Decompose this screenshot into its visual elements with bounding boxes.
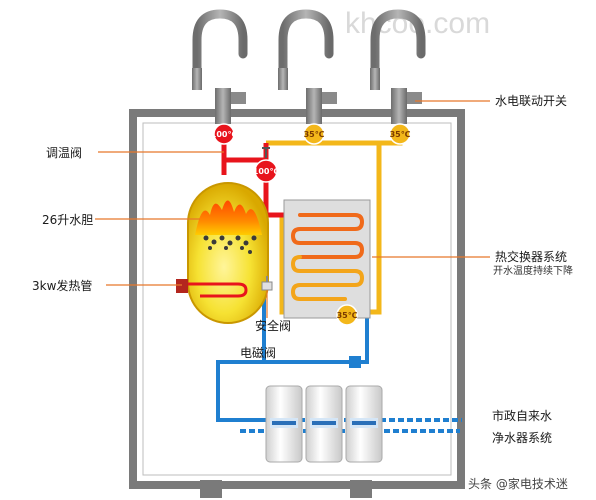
label-exchanger: 热交换器系统	[495, 249, 567, 264]
thermo-valve-indicator: 100℃	[253, 147, 280, 183]
heat-exchanger-coil	[290, 213, 365, 301]
label-tap-water: 市政自来水	[492, 408, 552, 423]
filter-cartridge-1	[265, 385, 303, 463]
heater-element-icon	[176, 279, 248, 298]
water-tank	[187, 182, 269, 324]
faucet-3-icon	[370, 9, 426, 124]
faucet-2-temp-indicator: 35℃	[303, 123, 325, 145]
label-safety-valve: 安全阀	[255, 318, 291, 333]
filter-cartridge-3	[345, 385, 383, 463]
thermo-valve-temp: 100℃	[253, 167, 280, 176]
exchanger-temp: 35℃	[337, 311, 358, 320]
label-switch: 水电联动开关	[495, 94, 567, 108]
faucet-2-icon	[278, 9, 337, 124]
faucet-1-icon	[192, 9, 248, 124]
label-exchanger-sub: 开水温度持续下降	[493, 264, 573, 277]
faucet-2-temp: 35℃	[304, 130, 325, 139]
label-solenoid: 电磁阀	[240, 345, 276, 360]
credit-text: 头条 @家电技术迷	[468, 476, 568, 491]
faucet-1-temp-indicator: 100℃	[211, 123, 238, 145]
leader-lines	[95, 100, 490, 318]
faucet-3-temp-indicator: 35℃	[389, 123, 411, 145]
cabinet-frame	[129, 109, 465, 498]
solenoid-valve-icon	[349, 356, 361, 368]
filter-cartridge-2	[305, 385, 343, 463]
exchanger-temp-indicator: 35℃	[336, 304, 358, 326]
faucet-1-temp: 100℃	[211, 130, 238, 139]
label-heater: 3kw发热管	[32, 278, 92, 293]
label-purifier: 净水器系统	[492, 431, 552, 445]
faucet-3-temp: 35℃	[390, 130, 411, 139]
label-thermo-valve: 调温阀	[46, 146, 82, 160]
label-tank: 26升水胆	[42, 213, 93, 227]
